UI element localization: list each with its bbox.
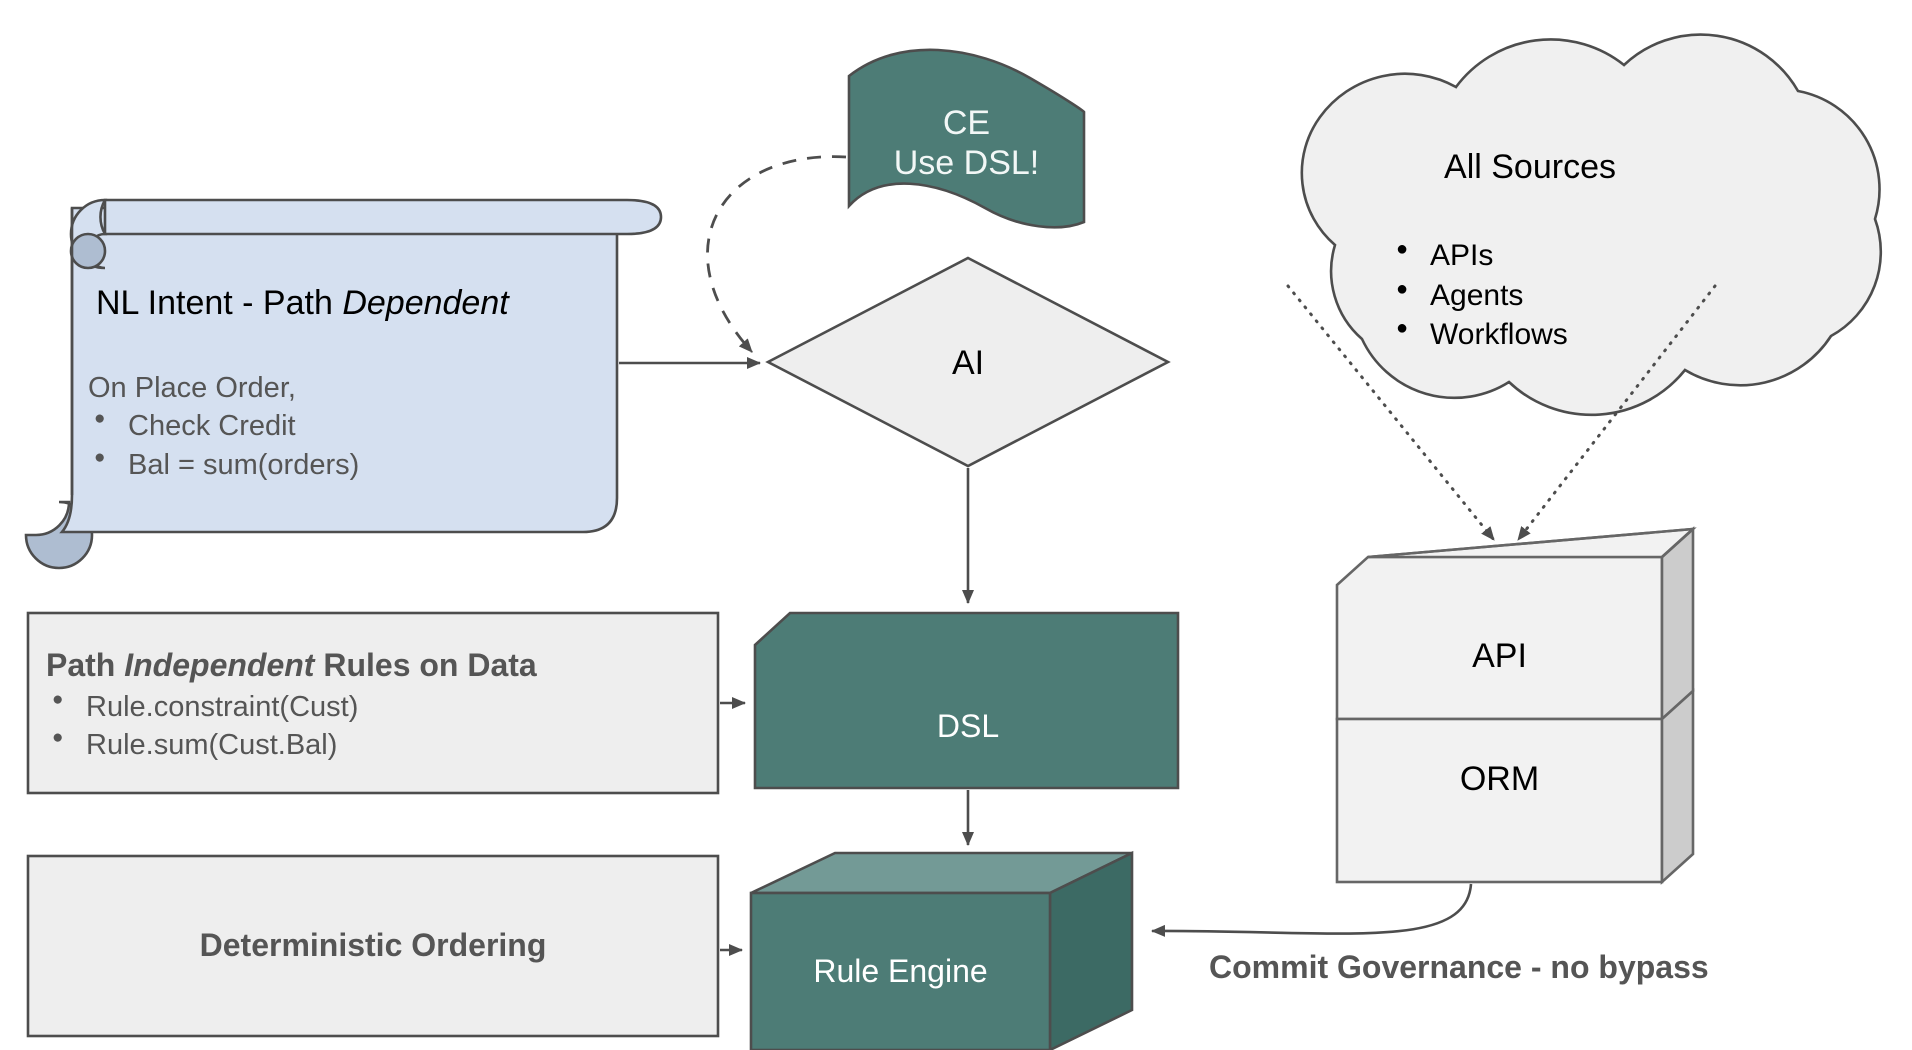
edge-cloud-to-api-right	[1516, 284, 1717, 542]
ordering-box-shape[interactable]	[26, 854, 720, 1038]
edge-flag-to-ai	[706, 155, 847, 353]
rules-box-shape[interactable]	[26, 611, 720, 795]
edge-orm-to-rule-engine	[1151, 883, 1473, 937]
edge-cloud-to-api-left	[1286, 284, 1496, 542]
ai-diamond-shape[interactable]	[765, 256, 1171, 468]
api-cube-shape[interactable]	[1335, 526, 1697, 722]
scroll-shape[interactable]	[24, 198, 663, 570]
orm-cube-shape[interactable]	[1335, 688, 1695, 885]
dsl-cube-shape[interactable]	[753, 611, 1180, 790]
cloud-shape[interactable]	[1300, 33, 1883, 417]
flag-shape[interactable]	[847, 48, 1086, 229]
rule-engine-shape[interactable]	[749, 850, 1134, 1050]
